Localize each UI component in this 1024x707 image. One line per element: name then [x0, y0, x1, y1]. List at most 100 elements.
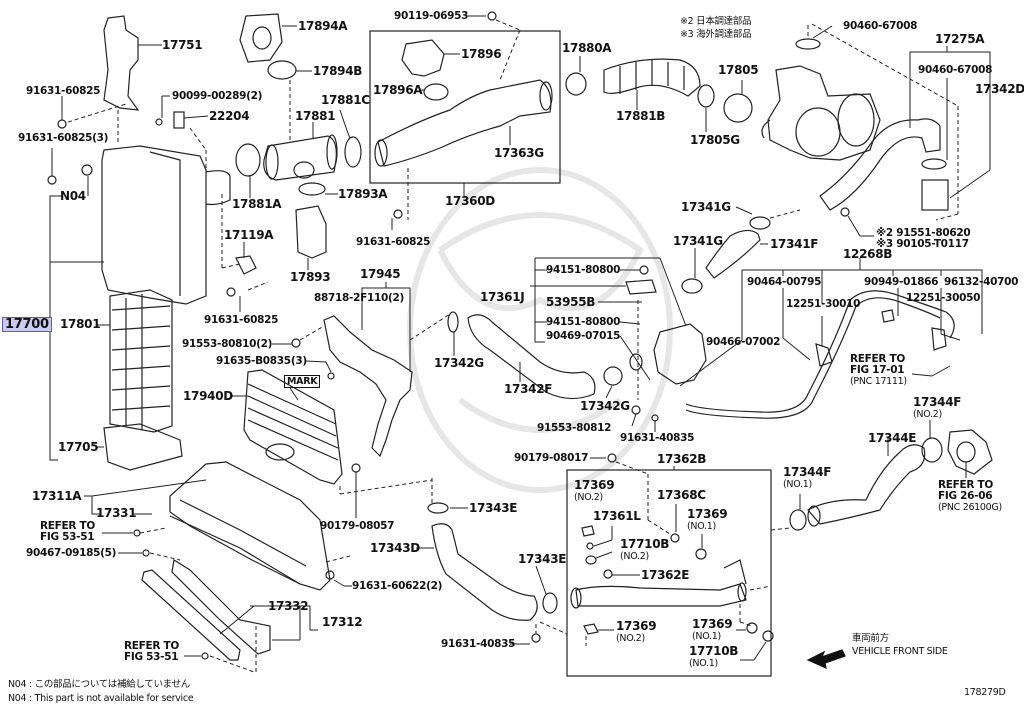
part-label-N04[interactable]: N04 — [60, 189, 86, 203]
part-label-90179-08057[interactable]: 90179-08057 — [320, 520, 395, 532]
part-label-17344E[interactable]: 17344E — [868, 431, 917, 445]
bolt-icon — [840, 207, 850, 217]
part-label-17893A[interactable]: 17893A — [338, 187, 388, 201]
part-label-91635-B0835[interactable]: 91635-B0835(3) — [216, 355, 307, 367]
part-label-17881C[interactable]: 17881C — [321, 93, 370, 107]
part-label-17332[interactable]: 17332 — [268, 599, 309, 613]
clamp-17880A — [565, 72, 587, 96]
part-label-17343D[interactable]: 17343D — [370, 541, 420, 555]
part-label-17360D[interactable]: 17360D — [445, 194, 495, 208]
part-label-91631-60825-3[interactable]: 91631-60825(3) — [18, 132, 109, 144]
part-label-17119A[interactable]: 17119A — [224, 228, 274, 242]
part-label-17342D[interactable]: 17342D — [975, 82, 1024, 96]
part-label-17805G[interactable]: 17805G — [690, 133, 740, 147]
vehicle-front-arrow-icon — [806, 649, 846, 670]
bolt-icon — [57, 119, 67, 129]
part-label-17710B-no2[interactable]: 17710B (NO.2) — [620, 538, 669, 563]
part-label-17331[interactable]: 17331 — [96, 506, 137, 520]
part-label-12268B[interactable]: 12268B — [843, 247, 893, 261]
part-label-94151-80800-a[interactable]: 94151-80800 — [546, 264, 621, 276]
part-label-17945[interactable]: 17945 — [360, 267, 401, 281]
part-label-17801[interactable]: 17801 — [60, 317, 101, 331]
part-label-22204[interactable]: 22204 — [209, 109, 250, 123]
refer-to-fig-17-01[interactable]: REFER TO FIG 17-01 (PNC 17111) — [850, 354, 907, 388]
part-label-17341G-b[interactable]: 17341G — [673, 234, 723, 248]
part-label-17368C[interactable]: 17368C — [657, 488, 706, 502]
refer-to-fig-53-51-b[interactable]: REFER TO FIG 53-51 — [124, 641, 179, 663]
part-label-17363G[interactable]: 17363G — [494, 146, 544, 160]
part-label-17896[interactable]: 17896 — [461, 47, 502, 61]
nut-icon — [81, 164, 93, 176]
part-label-91631-60622[interactable]: 91631-60622(2) — [352, 580, 443, 592]
bolt-icon — [133, 529, 141, 537]
part-label-12251-30010[interactable]: 12251-30010 — [786, 298, 861, 310]
part-label-88718-2F110[interactable]: 88718-2F110(2) — [314, 292, 404, 304]
part-label-90949-01866[interactable]: 90949-01866 — [864, 276, 939, 288]
part-label-17362E[interactable]: 17362E — [641, 568, 690, 582]
refer-to-fig-53-51-a[interactable]: REFER TO FIG 53-51 — [40, 521, 95, 543]
part-label-12251-30050[interactable]: 12251-30050 — [906, 292, 981, 304]
part-label-17344F-no1[interactable]: 17344F (NO.1) — [783, 466, 831, 491]
part-label-90469-07015[interactable]: 90469-07015 — [546, 330, 621, 342]
part-label-90460-67008-inner[interactable]: 90460-67008 — [918, 64, 993, 76]
part-label-17369-no1-b[interactable]: 17369 (NO.1) — [692, 618, 733, 643]
refer-to-fig-26-06[interactable]: REFER TO FIG 26-06 (PNC 26100G) — [938, 480, 1002, 514]
part-label-17342G-b[interactable]: 17342G — [580, 399, 630, 413]
group-box-17360D — [369, 30, 561, 184]
part-label-91631-60825-b[interactable]: 91631-60825 — [204, 314, 279, 326]
part-label-90467-09185[interactable]: 90467-09185(5) — [26, 547, 117, 559]
part-label-17362B[interactable]: 17362B — [657, 452, 707, 466]
part-label-17705[interactable]: 17705 — [58, 440, 99, 454]
turbocharger — [761, 65, 881, 161]
part-label-17361L[interactable]: 17361L — [593, 509, 641, 523]
part-number: 17369 — [616, 619, 657, 633]
part-label-96132-40700[interactable]: 96132-40700 — [944, 276, 1019, 288]
part-label-17880A[interactable]: 17880A — [562, 41, 612, 55]
part-label-17710B-no1[interactable]: 17710B (NO.1) — [689, 645, 738, 670]
part-17369-1b — [746, 622, 758, 634]
part-label-17275A[interactable]: 17275A — [935, 32, 985, 46]
part-label-90099-00289[interactable]: 90099-00289(2) — [172, 90, 263, 102]
part-label-17312[interactable]: 17312 — [322, 615, 363, 629]
part-label-90460-67008-top[interactable]: 90460-67008 — [843, 20, 918, 32]
figure-id: 178279D — [964, 687, 1006, 698]
part-label-90105-T0117[interactable]: ※3 90105-T0117 — [876, 238, 969, 250]
part-label-90179-08017[interactable]: 90179-08017 — [514, 452, 589, 464]
part-label-94151-80800-b[interactable]: 94151-80800 — [546, 316, 621, 328]
part-label-17881A[interactable]: 17881A — [232, 197, 282, 211]
part-label-91631-60825[interactable]: 91631-60825 — [26, 85, 101, 97]
part-label-17369-no1-a[interactable]: 17369 (NO.1) — [687, 508, 728, 533]
part-label-17881B[interactable]: 17881B — [616, 109, 666, 123]
part-label-17341G-a[interactable]: 17341G — [681, 200, 731, 214]
part-label-17751[interactable]: 17751 — [162, 38, 203, 52]
part-label-17344F-no2[interactable]: 17344F (NO.2) — [913, 396, 961, 421]
part-label-17896A[interactable]: 17896A — [373, 83, 423, 97]
part-label-17700-selected[interactable]: 17700 — [2, 317, 52, 332]
part-label-17343E-b[interactable]: 17343E — [518, 552, 567, 566]
part-label-17311A[interactable]: 17311A — [32, 489, 82, 503]
part-label-17894B[interactable]: 17894B — [313, 64, 363, 78]
part-label-17342F[interactable]: 17342F — [504, 382, 553, 396]
part-label-91551-80620[interactable]: ※2 91551-80620 — [876, 227, 971, 239]
part-label-91631-60825-c[interactable]: 91631-60825 — [356, 236, 431, 248]
part-label-17805[interactable]: 17805 — [718, 63, 759, 77]
part-label-90466-07002[interactable]: 90466-07002 — [706, 336, 781, 348]
part-label-91553-80810[interactable]: 91553-80810(2) — [182, 338, 273, 350]
part-label-91553-80812[interactable]: 91553-80812 — [537, 422, 612, 434]
part-label-17369-no2-a[interactable]: 17369 (NO.2) — [574, 479, 615, 504]
part-label-17894A[interactable]: 17894A — [298, 19, 348, 33]
part-label-17369-no2-b[interactable]: 17369 (NO.2) — [616, 619, 657, 645]
part-label-17342G-a[interactable]: 17342G — [434, 356, 484, 370]
part-label-91631-40835-a[interactable]: 91631-40835 — [620, 432, 695, 444]
part-label-90119-06953[interactable]: 90119-06953 — [394, 10, 469, 22]
part-label-17341F[interactable]: 17341F — [770, 237, 819, 251]
part-label-90464-00795[interactable]: 90464-00795 — [747, 276, 822, 288]
part-label-17343E-a[interactable]: 17343E — [469, 501, 518, 515]
part-label-17361J[interactable]: 17361J — [480, 290, 525, 304]
part-17805-sleeve — [723, 93, 753, 123]
part-label-91631-40835-b[interactable]: 91631-40835 — [441, 638, 516, 650]
part-label-17881[interactable]: 17881 — [295, 109, 336, 123]
part-label-17893[interactable]: 17893 — [290, 270, 331, 284]
part-label-53955B[interactable]: 53955B — [546, 295, 596, 309]
part-label-17940D[interactable]: 17940D — [183, 389, 233, 403]
